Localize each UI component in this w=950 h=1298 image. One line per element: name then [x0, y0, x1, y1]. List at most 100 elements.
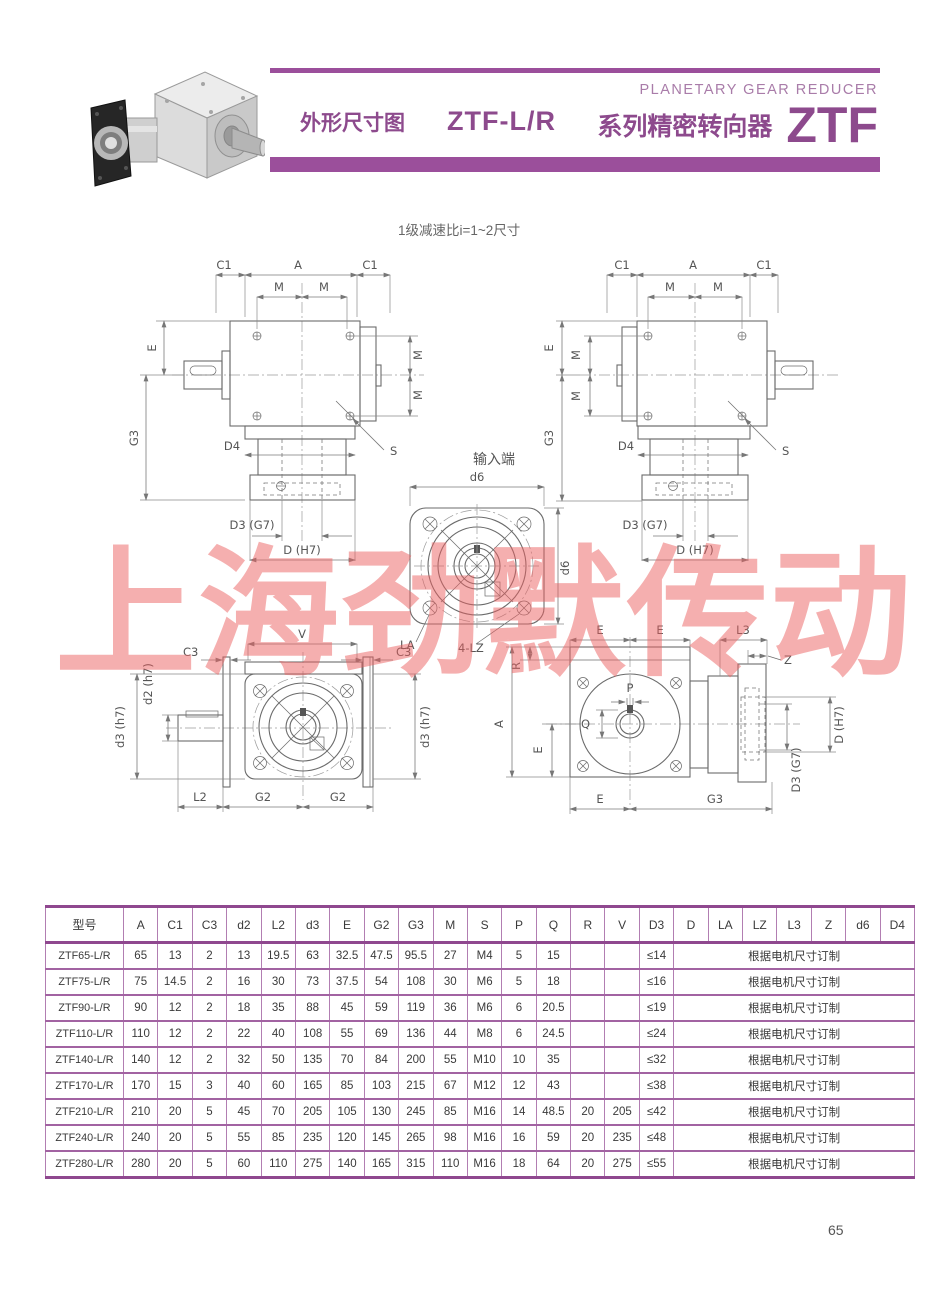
dim-label: C3	[183, 645, 198, 659]
value-cell: 84	[363, 1046, 400, 1074]
value-cell: 6	[501, 1020, 537, 1048]
drawing-input-flange-view: 输入端 d6	[400, 452, 572, 655]
value-cell: 16	[501, 1124, 537, 1152]
value-cell: 5	[191, 1124, 228, 1152]
model-cell: ZTF140-L/R	[45, 1046, 124, 1074]
dim-label: M	[319, 280, 329, 294]
value-cell	[570, 994, 606, 1022]
column-header: d2	[226, 905, 262, 944]
input-end-label: 输入端	[473, 452, 515, 468]
value-cell: 2	[191, 968, 228, 996]
value-cell	[604, 994, 640, 1022]
dim-label: R	[509, 662, 523, 670]
dim-label: E	[531, 746, 545, 753]
custom-note-cell: 根据电机尺寸订制	[673, 1020, 915, 1048]
value-cell: 165	[294, 1072, 331, 1100]
value-cell: 13	[226, 941, 262, 970]
dim-label: L2	[193, 790, 207, 804]
value-cell: 2	[191, 994, 228, 1022]
value-cell: 37.5	[329, 968, 365, 996]
column-header: M	[432, 905, 468, 944]
value-cell: 315	[398, 1150, 434, 1179]
column-header: A	[122, 905, 159, 944]
column-header: E	[329, 905, 365, 944]
value-cell: 165	[363, 1150, 400, 1179]
flange-bolts	[577, 677, 682, 772]
value-cell: ≤32	[638, 1046, 675, 1074]
value-cell: 12	[157, 1046, 193, 1074]
dim-label: C1	[756, 258, 771, 272]
dim-label: S	[390, 444, 397, 458]
value-cell: 2	[191, 1020, 228, 1048]
dim-label: M	[713, 280, 723, 294]
custom-note-cell: 根据电机尺寸订制	[673, 1150, 915, 1179]
dim-label: E	[596, 792, 603, 806]
value-cell: 20	[157, 1124, 193, 1152]
value-cell	[604, 941, 640, 970]
value-cell: 140	[329, 1150, 365, 1179]
value-cell: ≤48	[638, 1124, 675, 1152]
value-cell: ≤16	[638, 968, 675, 996]
value-cell: 19.5	[260, 941, 296, 970]
value-cell: 63	[294, 941, 331, 970]
column-header: 型号	[45, 905, 124, 944]
column-header: V	[604, 905, 640, 944]
value-cell: ≤55	[638, 1150, 675, 1179]
value-cell: M16	[466, 1150, 503, 1179]
value-cell: 5	[191, 1098, 228, 1126]
value-cell: 59	[363, 994, 400, 1022]
value-cell: 67	[432, 1072, 468, 1100]
value-cell: 13	[157, 941, 193, 970]
dim-label: P	[627, 681, 634, 695]
value-cell: ≤38	[638, 1072, 675, 1100]
value-cell: 265	[398, 1124, 434, 1152]
flange-bolts	[253, 684, 354, 770]
value-cell: 245	[398, 1098, 434, 1126]
dim-label: G3	[127, 430, 141, 446]
value-cell: 30	[432, 968, 468, 996]
drawing-bottom-right-view: E E L3 Z R A E P Q	[492, 623, 846, 814]
dim-label: E	[656, 623, 663, 637]
dim-label: d3 (h7)	[113, 706, 127, 748]
value-cell	[604, 1072, 640, 1100]
model-cell: ZTF240-L/R	[45, 1124, 124, 1152]
value-cell: 98	[432, 1124, 468, 1152]
value-cell: 59	[535, 1124, 572, 1152]
value-cell: 110	[432, 1150, 468, 1179]
dim-label: D3 (G7)	[622, 518, 667, 532]
value-cell: 108	[294, 1020, 331, 1048]
dim-label: C1	[216, 258, 231, 272]
column-header: P	[501, 905, 537, 944]
model-cell: ZTF75-L/R	[45, 968, 124, 996]
value-cell: 18	[501, 1150, 537, 1179]
value-cell	[604, 968, 640, 996]
column-header: C1	[157, 905, 193, 944]
dim-label: D4	[224, 439, 240, 453]
value-cell	[604, 1046, 640, 1074]
value-cell: 12	[501, 1072, 537, 1100]
value-cell: ≤19	[638, 994, 675, 1022]
dim-label: C1	[614, 258, 629, 272]
value-cell: 3	[191, 1072, 228, 1100]
model-cell: ZTF65-L/R	[45, 941, 124, 970]
value-cell: 215	[398, 1072, 434, 1100]
custom-note-cell: 根据电机尺寸订制	[673, 1072, 915, 1100]
value-cell: 2	[191, 941, 228, 970]
dim-label: D (H7)	[283, 543, 320, 557]
column-header: G3	[398, 905, 434, 944]
column-header: S	[466, 905, 503, 944]
model-cell: ZTF280-L/R	[45, 1150, 124, 1179]
value-cell	[570, 1072, 606, 1100]
dim-label: A	[492, 720, 506, 728]
dim-label: M	[411, 390, 425, 400]
value-cell: 47.5	[363, 941, 400, 970]
flange-circles	[414, 504, 540, 628]
value-cell: 2	[191, 1046, 228, 1074]
